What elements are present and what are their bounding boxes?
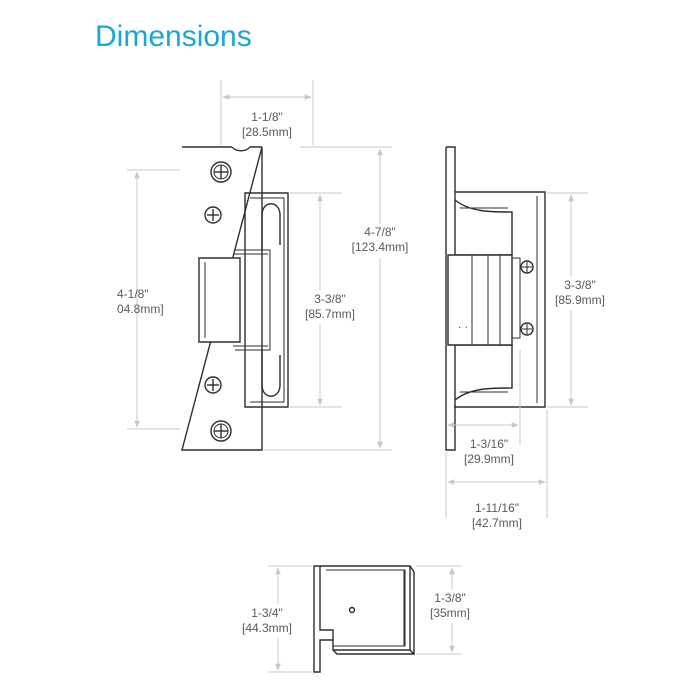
front-body-height-metric: [85.7mm] bbox=[305, 307, 355, 321]
side-screw-top-icon bbox=[520, 260, 534, 274]
top-overall-width-fraction: 1-3/4" bbox=[251, 606, 283, 620]
side-body-height-dimension: 3-3/8" [85.9mm] bbox=[547, 192, 612, 408]
side-screw-bottom-icon bbox=[520, 322, 534, 336]
front-body-height-fraction: 3-3/8" bbox=[314, 292, 346, 306]
front-screw-spacing-dimension: 4-1/8" 04.8mm] bbox=[117, 169, 180, 430]
side-body-height-metric: [85.9mm] bbox=[555, 293, 605, 307]
top-body-width-metric: [35mm] bbox=[430, 606, 470, 620]
front-overall-height-fraction: 4-7/8" bbox=[364, 225, 396, 239]
front-screw-mid-bottom-icon bbox=[204, 376, 222, 394]
top-overall-width-metric: [44.3mm] bbox=[242, 621, 292, 635]
front-screw-spacing-metric: 04.8mm] bbox=[117, 302, 164, 316]
side-body-depth-metric: [29.9mm] bbox=[464, 452, 514, 466]
side-body-depth-fraction: 1-3/16" bbox=[470, 437, 508, 451]
front-width-metric: [28.5mm] bbox=[242, 125, 292, 139]
side-overall-depth-fraction: 1-11/16" bbox=[475, 501, 519, 515]
top-body-width-dimension: 1-3/8" [35mm] bbox=[416, 565, 478, 655]
front-screw-mid-top-icon bbox=[204, 206, 222, 224]
front-keeper bbox=[198, 257, 241, 343]
page-title: Dimensions bbox=[95, 20, 252, 53]
side-view: . . bbox=[445, 146, 546, 451]
front-overall-height-dimension: 4-7/8" [123.4mm] bbox=[264, 146, 414, 451]
front-screw-bottom-icon bbox=[210, 420, 232, 442]
top-body-width-fraction: 1-3/8" bbox=[434, 591, 466, 605]
front-view bbox=[181, 146, 289, 451]
front-body-housing bbox=[244, 192, 289, 408]
front-width-dimension: 1-1/8" [28.5mm] bbox=[220, 80, 314, 145]
side-body-height-fraction: 3-3/8" bbox=[564, 278, 596, 292]
top-faceplate bbox=[313, 565, 334, 673]
front-overall-height-metric: [123.4mm] bbox=[352, 240, 409, 254]
side-overall-depth-dimension: 1-11/16" [42.7mm] bbox=[447, 410, 548, 530]
top-overall-width-dimension: 1-3/4" [44.3mm] bbox=[234, 565, 312, 673]
front-screw-top-icon bbox=[210, 161, 232, 183]
front-screw-spacing-fraction: 4-1/8" bbox=[117, 287, 149, 301]
side-keeper bbox=[447, 254, 513, 346]
svg-text:. .: . . bbox=[458, 317, 468, 331]
side-body-depth-dimension: 1-3/16" [29.9mm] bbox=[445, 350, 521, 518]
top-view bbox=[313, 565, 415, 673]
front-width-fraction: 1-1/8" bbox=[251, 110, 283, 124]
front-body-height-dimension: 3-3/8" [85.7mm] bbox=[290, 192, 360, 408]
side-overall-depth-metric: [42.7mm] bbox=[472, 516, 522, 530]
